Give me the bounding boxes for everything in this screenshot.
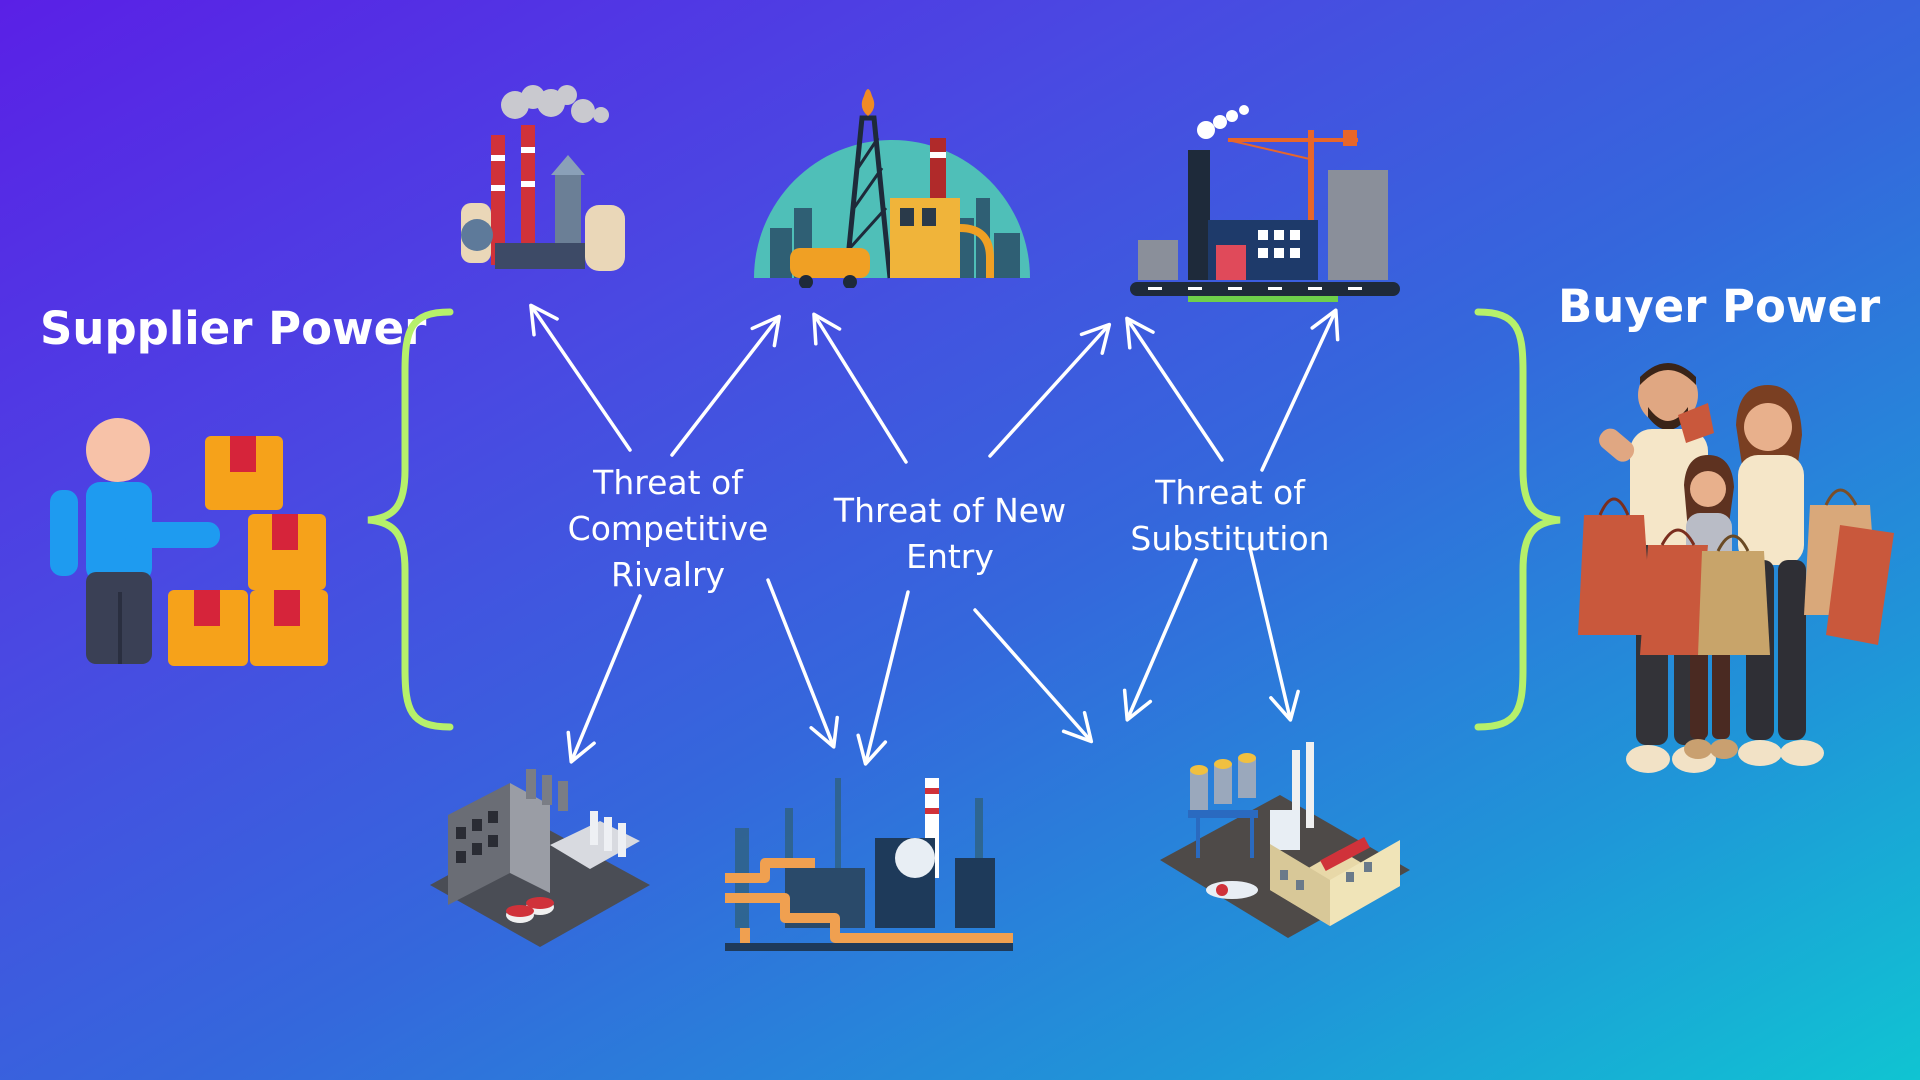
- refinery-pipelines-icon: [725, 778, 1013, 951]
- arrow-entry-to-bottom-2: [856, 590, 910, 766]
- threat-competitive-rivalry-label: Threat of Competitive Rivalry: [558, 460, 778, 598]
- arrow-entry-to-top-3: [988, 322, 1112, 458]
- isometric-industrial-plant-icon: [1160, 742, 1410, 938]
- oil-rig-plant-icon: [754, 89, 1030, 288]
- supplier-power-title: Supplier Power: [40, 302, 427, 355]
- arrow-rivalry-to-top-2: [670, 314, 781, 457]
- arrow-entry-to-bottom-3: [973, 608, 1094, 744]
- arrow-substitution-to-bottom-4: [1248, 546, 1300, 722]
- supplier-person-with-boxes-icon: [50, 418, 328, 666]
- threat-substitution-line-1: Threat of: [1155, 473, 1305, 512]
- arrow-rivalry-to-bottom-2: [766, 578, 839, 749]
- threat-new-entry-label: Threat of New Entry: [830, 488, 1070, 580]
- arrow-substitution-to-top-4: [1260, 308, 1340, 472]
- left-brace: [367, 308, 454, 731]
- arrow-substitution-to-top-3: [1125, 316, 1224, 462]
- threat-entry-line-1: Threat of New: [833, 491, 1067, 530]
- factory-with-crane-icon: [1130, 105, 1400, 302]
- isometric-factory-icon: [430, 769, 650, 947]
- threat-rivalry-line-2: Competitive: [567, 509, 769, 548]
- arrow-substitution-to-bottom-3: [1122, 558, 1198, 722]
- threat-entry-line-2: Entry: [906, 537, 994, 576]
- threat-substitution-label: Threat of Substitution: [1115, 470, 1345, 562]
- threat-substitution-line-2: Substitution: [1130, 519, 1330, 558]
- right-brace: [1474, 308, 1561, 731]
- arrow-rivalry-to-top-1: [529, 303, 632, 452]
- shopping-family-icon: [1578, 363, 1894, 773]
- threat-rivalry-line-1: Threat of: [593, 463, 743, 502]
- buyer-power-title: Buyer Power: [1558, 280, 1881, 333]
- arrow-rivalry-to-bottom-1: [566, 594, 642, 764]
- chemical-plant-icon: [461, 85, 625, 271]
- arrow-entry-to-top-2: [812, 312, 908, 464]
- threat-rivalry-line-3: Rivalry: [610, 555, 726, 594]
